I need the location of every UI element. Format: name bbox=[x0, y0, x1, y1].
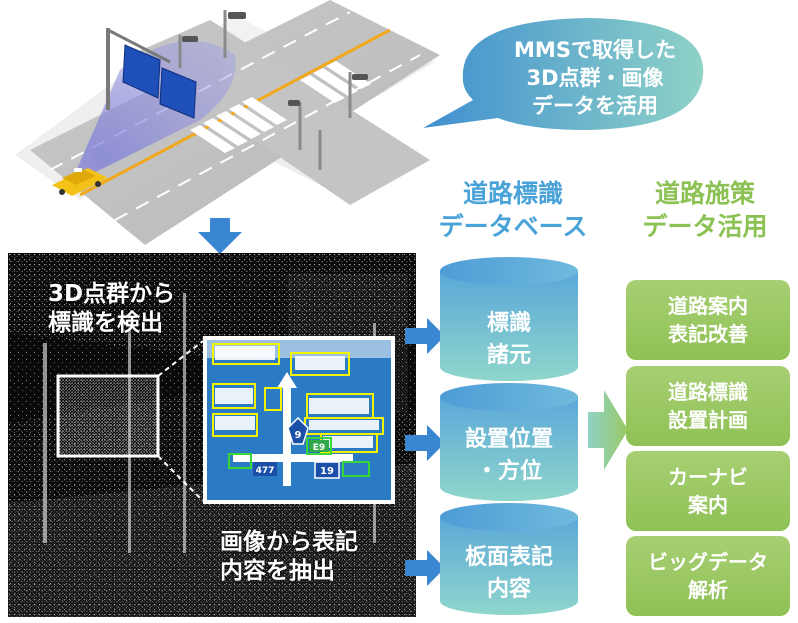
usage-item-2-line-1: 道路標識 bbox=[668, 380, 748, 404]
db-item-1-line-1: 標識 bbox=[486, 311, 531, 336]
usage-item-1-line-1: 道路案内 bbox=[668, 294, 748, 318]
db-item-2-line-1: 設置位置 bbox=[464, 427, 553, 452]
usage-item-car-navigation: カーナビ案内 bbox=[626, 451, 790, 531]
taxi-icon bbox=[52, 168, 108, 196]
db-item-3-line-2: 内容 bbox=[486, 577, 531, 602]
route-c-label: E9 bbox=[313, 443, 325, 453]
db-item-3-line-1: 板面表記 bbox=[464, 545, 553, 570]
scan-cone bbox=[70, 40, 236, 186]
usage-item-4-line-1: ビッグデータ bbox=[648, 550, 768, 574]
down-arrow-icon bbox=[198, 218, 242, 254]
route-d-label: 477 bbox=[256, 466, 275, 476]
usage-item-guide-improvement: 道路案内表記改善 bbox=[626, 280, 790, 360]
db-item-1-line-2: 諸元 bbox=[486, 343, 531, 368]
intersection-illustration bbox=[15, 0, 440, 245]
right-arrow-icon bbox=[405, 425, 445, 461]
usage-item-big-data: ビッグデータ解析 bbox=[626, 536, 790, 616]
usage-item-3-line-1: カーナビ bbox=[668, 465, 748, 489]
usage-header-line-1: 道路施策 bbox=[654, 179, 755, 208]
road-sign-icon bbox=[159, 67, 197, 119]
usage-item-4-line-2: 解析 bbox=[688, 578, 728, 602]
bubble-line-3: データを活用 bbox=[532, 94, 658, 118]
extract-text-line-2: 内容を抽出 bbox=[220, 558, 335, 584]
bubble-line-1: MMSで取得した bbox=[514, 38, 676, 62]
usage-item-sign-planning: 道路標識設置計画 bbox=[626, 366, 790, 446]
point-cloud-panel: 9 19 E9 477 3D点群から 標識を検出 画像から表記 内容を抽出 bbox=[8, 253, 416, 617]
usage-item-1-line-2: 表記改善 bbox=[668, 322, 748, 346]
database-header-line-1: 道路標識 bbox=[462, 179, 563, 208]
crosswalk bbox=[190, 61, 371, 153]
road-sign-icon bbox=[122, 44, 161, 99]
detect-text-line-1: 3D点群から bbox=[48, 281, 176, 307]
db-item-2-line-2: ・方位 bbox=[475, 459, 542, 484]
usage-item-2-line-2: 設置計画 bbox=[668, 408, 748, 432]
detected-sign-cloud bbox=[58, 376, 158, 456]
bubble-line-2: 3D点群・画像 bbox=[526, 66, 664, 90]
sign-photo-inset: 9 19 E9 477 bbox=[203, 336, 395, 504]
right-arrow-icon bbox=[405, 318, 445, 354]
database-cylinder bbox=[440, 257, 578, 615]
sign-arrow-icon bbox=[233, 372, 353, 486]
usage-header-line-2: データ活用 bbox=[642, 212, 768, 241]
right-arrow-icon bbox=[405, 550, 445, 586]
usage-item-3-line-2: 案内 bbox=[688, 493, 728, 517]
text-detection-boxes bbox=[212, 343, 384, 453]
traffic-signal-poles bbox=[178, 10, 352, 170]
route-shield-icon: 9 19 E9 477 bbox=[253, 416, 340, 479]
detection-frame bbox=[56, 374, 160, 458]
usage-arrow-icon bbox=[588, 390, 628, 470]
route-detection-boxes bbox=[228, 437, 370, 477]
extract-text-line-1: 画像から表記 bbox=[220, 529, 358, 555]
route-b-label: 19 bbox=[320, 466, 334, 477]
traffic-light-icon bbox=[182, 12, 368, 106]
detect-text-line-2: 標識を検出 bbox=[48, 310, 163, 336]
speech-bubble bbox=[423, 18, 704, 130]
database-header-line-2: データベース bbox=[438, 212, 588, 241]
route-a-label: 9 bbox=[295, 430, 302, 441]
